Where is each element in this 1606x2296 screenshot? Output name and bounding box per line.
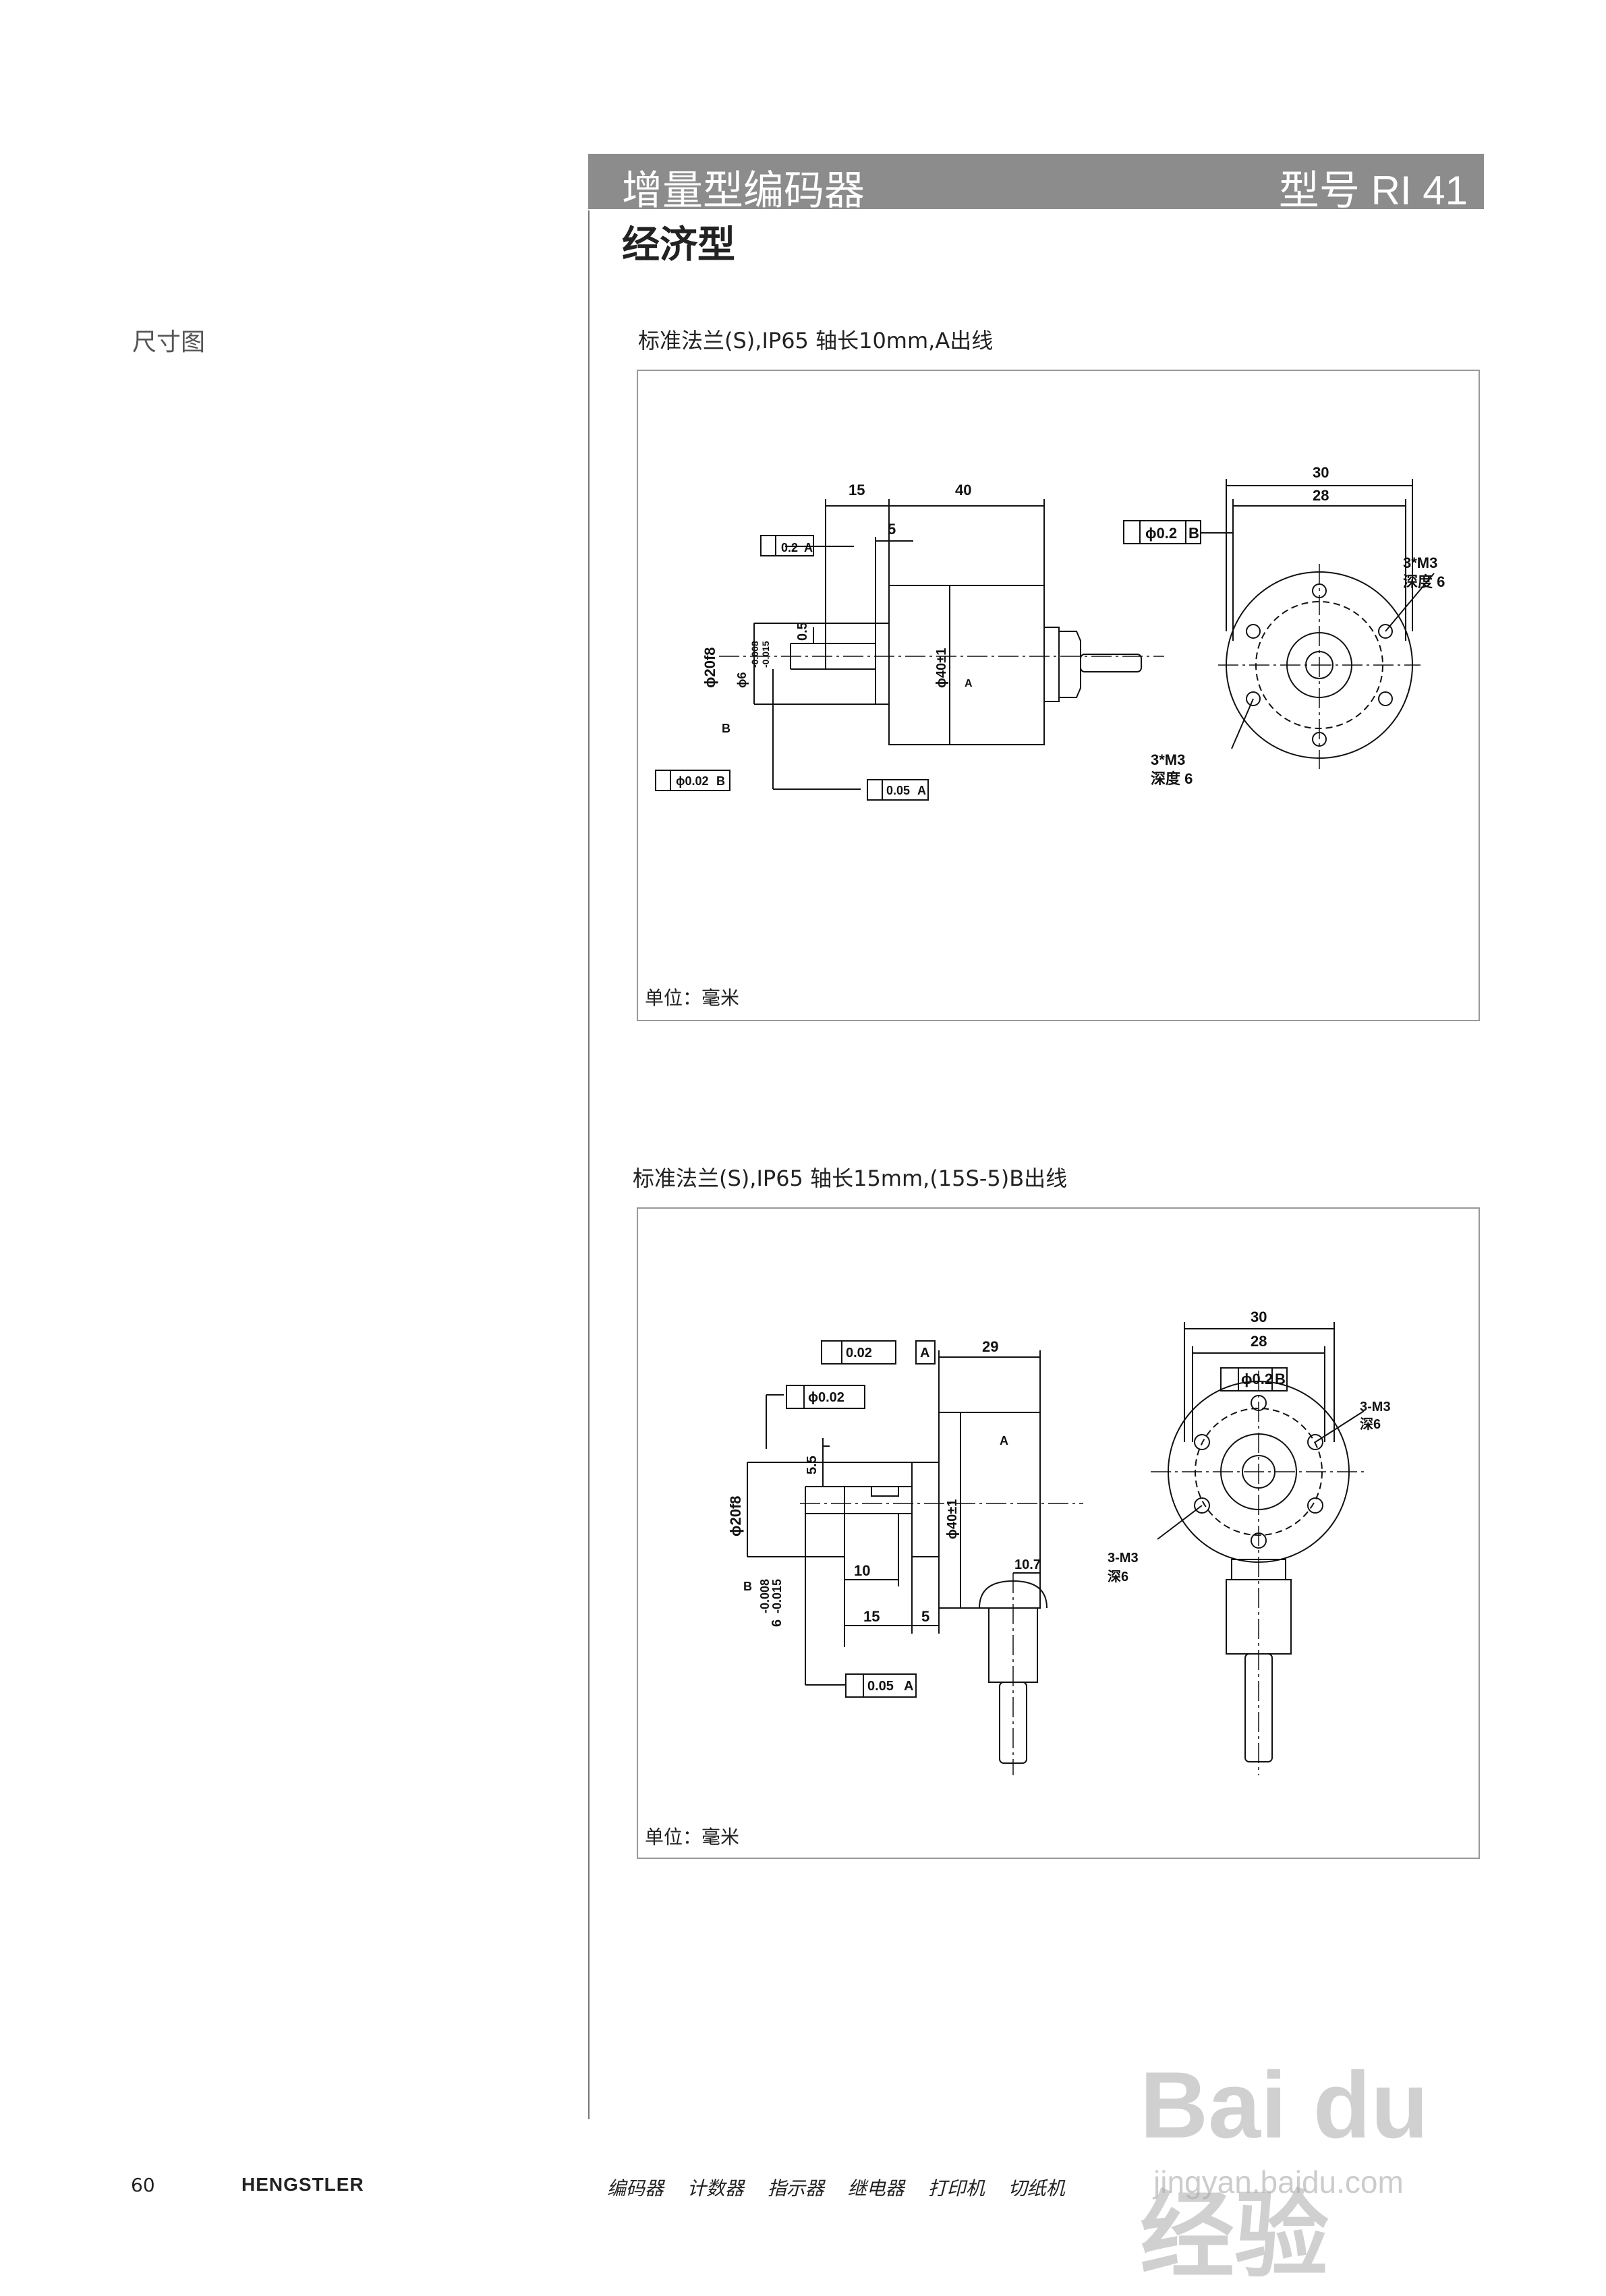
d2-tol-upper: -0.008 xyxy=(758,1579,772,1613)
category-item: 打印机 xyxy=(927,2177,985,2200)
vertical-divider xyxy=(588,210,590,2119)
d1-flange xyxy=(875,623,890,705)
d1-label-30: 30 xyxy=(1313,464,1329,481)
page-subtitle: 经济型 xyxy=(622,223,735,267)
d2-label-6: 6 xyxy=(770,1619,784,1627)
category-item: 编码器 xyxy=(607,2177,664,2200)
d1-runout2-value: 0.05 xyxy=(886,784,910,797)
d1-tol-upper: -0.008 xyxy=(749,641,760,668)
d1-coax-value: ϕ0.02 xyxy=(676,774,709,788)
d1-runout-datum: A xyxy=(804,541,813,554)
d1-label-5: 5 xyxy=(888,521,896,538)
d1-body xyxy=(888,585,1045,745)
d2-runout-value: 0.02 xyxy=(846,1346,872,1360)
title-bar: 增量型编码器 型号 RI 41 xyxy=(588,154,1484,214)
d1-datum-a-mark: A xyxy=(965,678,973,689)
category-item: 切纸机 xyxy=(1008,2177,1065,2200)
d2-label-30: 30 xyxy=(1251,1309,1267,1325)
drawing1-caption: 标准法兰(S),IP65 轴长10mm,A出线 xyxy=(638,328,994,353)
section-label: 尺寸图 xyxy=(132,328,206,356)
d2-depth-lower: 深6 xyxy=(1108,1569,1128,1584)
d1-position-value: ϕ0.2 xyxy=(1145,525,1177,542)
d2-label-10: 10 xyxy=(854,1562,870,1579)
d1-coax-datum: B xyxy=(716,774,725,788)
d1-label-15: 15 xyxy=(849,482,865,498)
d2-shaft xyxy=(844,1486,913,1514)
page-number: 60 xyxy=(131,2174,155,2196)
d2-label-15: 15 xyxy=(863,1608,880,1625)
d1-label-28: 28 xyxy=(1313,487,1329,504)
d1-label-20f8: ϕ20f8 xyxy=(701,647,718,688)
watermark-logo: Bai du 经验 xyxy=(1140,2052,1429,2289)
watermark-url: jingyan.baidu.com xyxy=(1153,2164,1404,2200)
d2-label-29: 29 xyxy=(982,1338,998,1355)
d1-label-40: 40 xyxy=(955,482,971,498)
d1-runout-value: 0.2 xyxy=(781,541,798,554)
d2-label-10.7: 10.7 xyxy=(1014,1557,1041,1572)
d2-coax-value: ϕ0.02 xyxy=(808,1390,844,1405)
d2-m3-upper: 3-M3 xyxy=(1360,1400,1391,1414)
d2-runout-datum: A xyxy=(920,1346,929,1360)
d2-depth-upper: 深6 xyxy=(1360,1416,1381,1432)
d2-position-datum: B xyxy=(1275,1371,1286,1387)
d2-position-value: ϕ0.2 xyxy=(1241,1371,1273,1387)
d1-m3-upper: 3*M3 xyxy=(1403,554,1437,571)
d2-tol-lower: -0.015 xyxy=(770,1579,784,1613)
drawing1-unit: 单位：毫米 xyxy=(645,987,740,1009)
drawing2-panel: 0.02 A 29 ϕ0.02 5.5 ϕ20f8 B 6 -0.008 -0.… xyxy=(637,1207,1480,1859)
category-item: 指示器 xyxy=(767,2177,824,2200)
d1-cable xyxy=(1080,654,1142,672)
d2-label-28: 28 xyxy=(1251,1333,1267,1350)
category-item: 计数器 xyxy=(687,2177,744,2200)
d2-m3-lower: 3-M3 xyxy=(1108,1551,1139,1566)
d2-datum-a-mark: A xyxy=(1000,1434,1008,1447)
d2-flat xyxy=(871,1486,899,1497)
d1-m3-lower: 3*M3 xyxy=(1151,751,1185,768)
drawing2-svg: 0.02 A 29 ϕ0.02 5.5 ϕ20f8 B 6 -0.008 -0.… xyxy=(727,1309,1391,1775)
d2-runout2-datum: A xyxy=(904,1679,913,1694)
d2-flange xyxy=(911,1462,940,1557)
d1-gland xyxy=(1059,631,1081,698)
d1-label-6: ϕ6 xyxy=(735,672,749,688)
d1-tol-lower: -0.015 xyxy=(760,641,771,668)
d1-depth-upper: 深度 6 xyxy=(1403,573,1445,590)
d1-datum-b: B xyxy=(722,722,730,735)
d1-body-diameter: ϕ40±1 xyxy=(934,648,949,688)
page-title: 增量型编码器 xyxy=(622,167,865,214)
d2-runout2-value: 0.05 xyxy=(867,1679,894,1694)
brand-name: HENGSTLER xyxy=(241,2174,364,2195)
d1-position-datum: B xyxy=(1188,525,1199,542)
category-item: 继电器 xyxy=(847,2177,905,2200)
d1-runout2-datum: A xyxy=(917,784,926,797)
drawing1-panel: 15 40 5 0.2 A 0.5 ϕ20f8 ϕ6 -0.008 -0.015… xyxy=(637,370,1480,1021)
category-list: 编码器 计数器 指示器 继电器 打印机 切纸机 xyxy=(607,2174,1083,2201)
d2-label-5.5: 5.5 xyxy=(805,1456,820,1474)
d2-label-5: 5 xyxy=(921,1608,929,1625)
d2-datum-b: B xyxy=(743,1580,752,1593)
d1-label-0.5: 0.5 xyxy=(795,622,810,641)
d2-body-diameter: ϕ40±1 xyxy=(945,1499,960,1539)
d2-label-20f8: ϕ20f8 xyxy=(727,1495,744,1537)
d1-depth-lower: 深度 6 xyxy=(1151,770,1193,787)
model-number: 型号 RI 41 xyxy=(1278,168,1468,213)
d1-gland-nut xyxy=(1043,627,1060,702)
drawing2-caption: 标准法兰(S),IP65 轴长15mm,(15S-5)B出线 xyxy=(633,1166,1068,1191)
drawing2-unit: 单位：毫米 xyxy=(645,1826,740,1848)
watermark: Bai du 经验 jingyan.baidu.com xyxy=(1113,2050,1518,2289)
drawing1-svg: 15 40 5 0.2 A 0.5 ϕ20f8 ϕ6 -0.008 -0.015… xyxy=(655,464,1445,801)
